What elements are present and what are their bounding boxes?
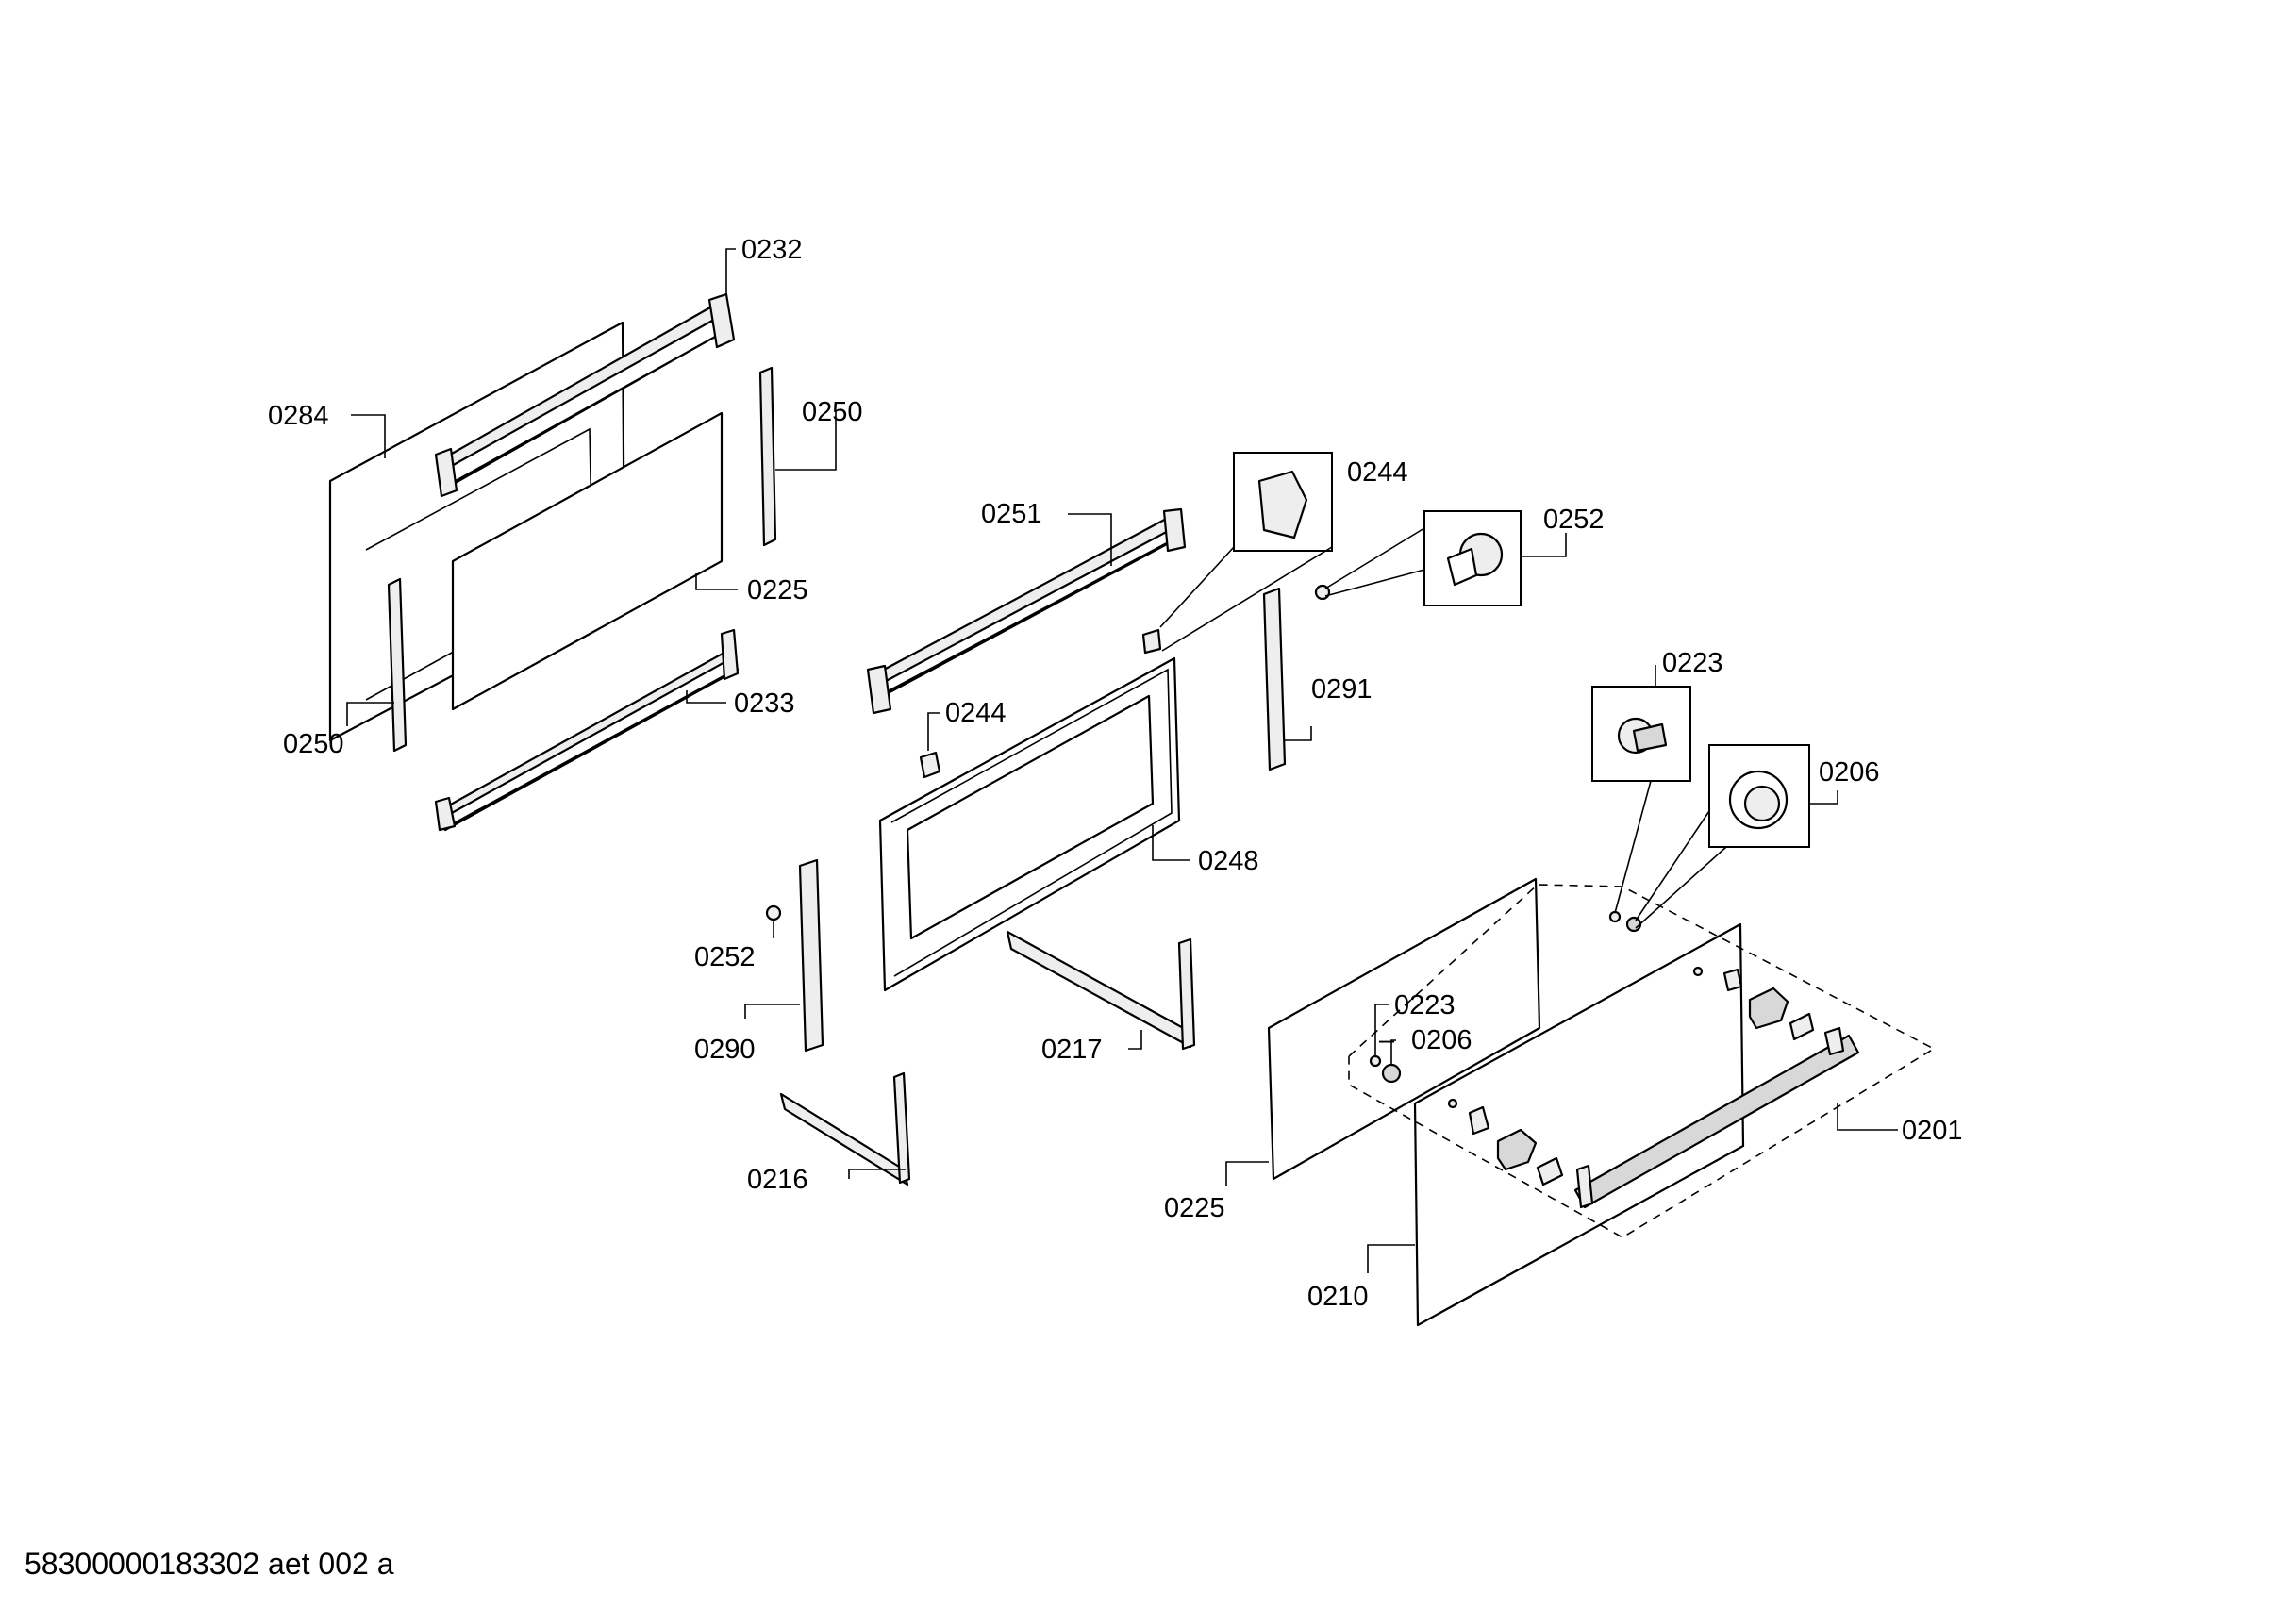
side-profile-0250-left: [387, 577, 408, 753]
callout-0223-top: 0223: [1662, 648, 1723, 678]
glass-panel-0225-top: [451, 411, 724, 711]
detail-box-spindle-0223: [1591, 686, 1691, 914]
callout-0244-mid: 0244: [945, 698, 1007, 728]
detail-box-knob-0252: [1324, 510, 1522, 606]
leader-lines: [346, 248, 1898, 1273]
callout-0225-bottom: 0225: [1164, 1193, 1225, 1223]
screw-0252-mid: [765, 904, 782, 921]
callout-0251: 0251: [981, 499, 1042, 529]
clip-0244-mid: [919, 751, 941, 779]
callout-0233: 0233: [734, 688, 795, 719]
callout-0250-top: 0250: [802, 397, 863, 427]
callout-labels: 0232 0284 0250 0225 0250 0233 0251 0244 …: [268, 235, 1963, 1312]
hinge-cover-0291: [1262, 587, 1287, 771]
clip-0244-top-small: [1141, 628, 1162, 655]
callout-0225-top: 0225: [747, 575, 808, 605]
hinge-cover-0290: [798, 858, 824, 1053]
callout-0223-mid: 0223: [1394, 990, 1456, 1020]
side-profile-0250-top: [758, 366, 777, 547]
document-code: 58300000183302 aet 002 a: [25, 1547, 394, 1581]
callout-0291: 0291: [1311, 674, 1373, 705]
hinge-0216: [779, 1071, 911, 1186]
door-frame-0248: [878, 656, 1181, 992]
glass-panel-0225-bottom: [1267, 877, 1541, 1181]
callout-0244-top: 0244: [1347, 457, 1408, 488]
callout-0206-mid-dash: –: [1379, 1025, 1395, 1055]
knob-spindle-0223-mid: [1369, 1054, 1382, 1068]
callout-0248: 0248: [1198, 846, 1259, 876]
callout-0206-mid: 0206: [1411, 1025, 1472, 1055]
handle-brackets: [1468, 968, 1815, 1186]
knob-0206-mid: [1381, 1063, 1402, 1084]
handle-bar-0201: [1573, 1026, 1860, 1209]
hinge-0217: [1006, 930, 1196, 1051]
callout-0232: 0232: [741, 235, 803, 265]
callout-0252-mid: 0252: [694, 942, 756, 972]
callout-0252-top: 0252: [1543, 505, 1605, 535]
lower-rail-0233: [434, 628, 740, 832]
callout-0284: 0284: [268, 401, 329, 431]
callout-0206-top: 0206: [1819, 757, 1880, 788]
callout-0216: 0216: [747, 1165, 808, 1195]
callout-0290: 0290: [694, 1035, 756, 1065]
detail-box-knob-0206: [1635, 744, 1810, 929]
top-frame-rail-0251: [866, 507, 1187, 715]
callout-0210: 0210: [1307, 1282, 1369, 1312]
callout-0201: 0201: [1902, 1116, 1963, 1146]
outer-door-panel-0210: [1413, 922, 1745, 1327]
upper-rail-0232: [434, 292, 736, 498]
detail-box-clip-0244: [1159, 452, 1333, 652]
callout-0217: 0217: [1041, 1035, 1103, 1065]
callout-0250-left: 0250: [283, 729, 344, 759]
